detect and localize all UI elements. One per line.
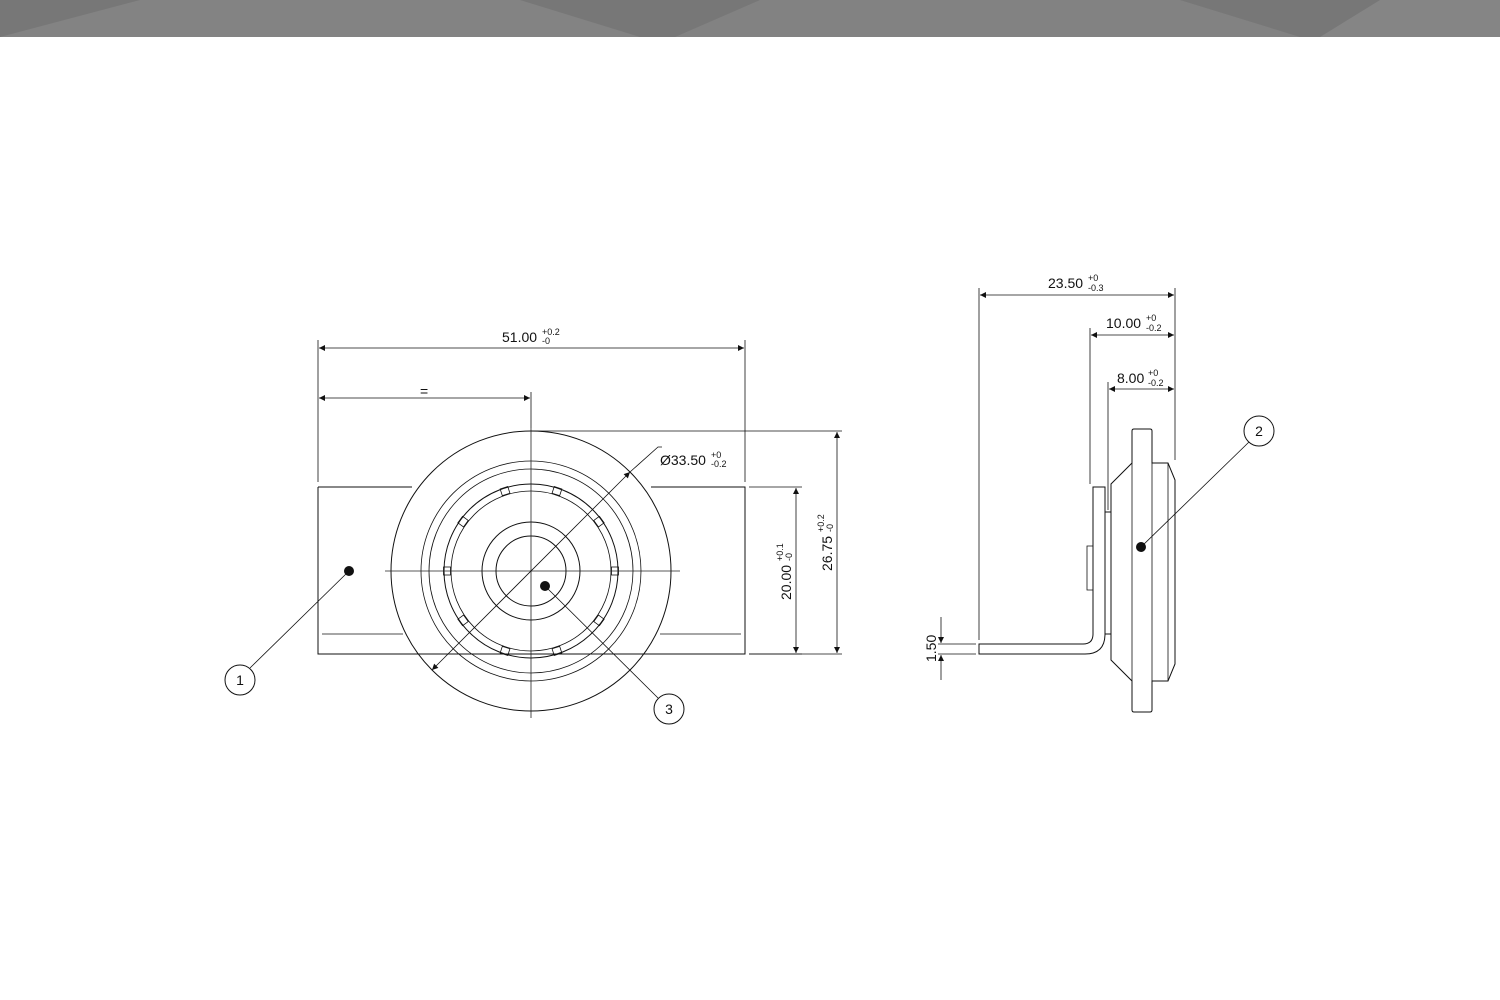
depth-flange-text: 10.00 [1106, 315, 1141, 331]
overall-height-dimension: 26.75 +0.2 -0 [531, 430, 842, 655]
depth-flange-tol-upper: +0 [1146, 313, 1156, 323]
overall-height-tol-lower: -0 [825, 524, 835, 532]
depth-body-text: 8.00 [1117, 370, 1144, 386]
balloon-1-label: 1 [236, 672, 244, 688]
plate-height-tol-lower: -0 [784, 553, 794, 561]
depth-flange-tol-lower: -0.2 [1146, 323, 1162, 333]
plate-height-dimension: 20.00 +0.1 -0 [749, 486, 802, 655]
balloon-2: 2 [1136, 415, 1275, 552]
overall-height-text: 26.75 [819, 536, 835, 571]
plate-height-text: 20.00 [778, 565, 794, 600]
width-text: 51.00 [502, 329, 537, 345]
width-tol-lower: -0 [542, 336, 550, 346]
equal-text: = [420, 383, 428, 399]
depth-body-tol-upper: +0 [1148, 368, 1158, 378]
balloon-1: 1 [224, 566, 354, 696]
diameter-tol-lower: -0.2 [711, 459, 727, 469]
depth-overall-tol-lower: -0.3 [1088, 283, 1104, 293]
diameter-text: Ø33.50 [660, 452, 706, 468]
depth-body-tol-lower: -0.2 [1148, 378, 1164, 388]
diameter-dimension: Ø33.50 +0 -0.2 [431, 446, 727, 671]
plate-thickness-dimension: 1.50 [923, 617, 976, 680]
plate-thickness-text: 1.50 [923, 635, 939, 662]
width-dimension: 51.00 +0.2 -0 [317, 327, 746, 482]
depth-body-dimension: 8.00 +0 -0.2 [1107, 368, 1174, 510]
plate-height-tol-upper: +0.1 [775, 543, 785, 561]
overall-height-tol-upper: +0.2 [816, 514, 826, 532]
balloon-3-label: 3 [665, 701, 673, 717]
header-band [0, 0, 1500, 37]
base-plate-outline [317, 486, 746, 655]
bracket-profile [978, 486, 1106, 655]
depth-overall-text: 23.50 [1048, 275, 1083, 291]
diameter-tol-upper: +0 [711, 450, 721, 460]
width-tol-upper: +0.2 [542, 327, 560, 337]
side-view: 23.50 +0 -0.3 10.00 +0 -0.2 8.00 +0 -0.2 [923, 273, 1275, 713]
depth-flange-dimension: 10.00 +0 -0.2 [1089, 313, 1174, 484]
balloon-3: 3 [540, 581, 685, 725]
balloon-2-label: 2 [1255, 423, 1263, 439]
depth-overall-dimension: 23.50 +0 -0.3 [978, 273, 1176, 640]
depth-overall-tol-upper: +0 [1088, 273, 1098, 283]
cap-body [1105, 428, 1176, 713]
half-width-dimension: = [319, 383, 532, 428]
front-view: Ø33.50 +0 -0.2 51.00 +0.2 -0 = 20.00 [224, 327, 842, 725]
